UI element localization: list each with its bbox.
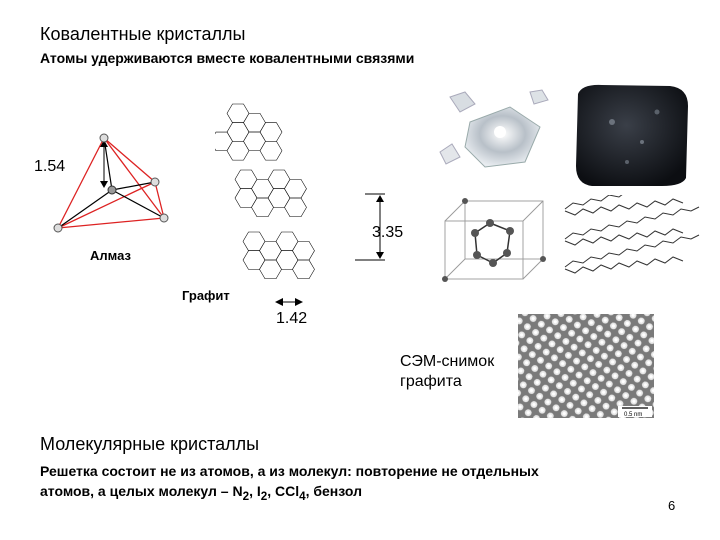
desc-sub-i2: 2	[260, 489, 268, 503]
molecular-description-line1: Решетка состоит не из атомов, а из молек…	[40, 463, 539, 479]
molecular-description: Решетка состоит не из атомов, а из молек…	[40, 461, 539, 507]
sem-graphite-image: 0.5 nm	[518, 314, 654, 418]
diamond-unit-cell-diagram	[442, 198, 546, 282]
graphite-label: Графит	[182, 288, 230, 303]
desc-sep2: , CCl	[267, 483, 300, 499]
molecular-description-line2: атомов, а целых молекул – N2, I2, CCl4, …	[40, 481, 539, 507]
diamond-photo	[430, 82, 560, 187]
section-title-molecular: Молекулярные кристаллы	[40, 434, 260, 454]
graphite-photo	[576, 84, 688, 186]
sem-caption-line2: графита	[400, 373, 462, 390]
desc-sep1: , I	[249, 483, 261, 499]
graphite-3d-layers-diagram	[564, 195, 700, 274]
desc-suffix: , бензол	[305, 483, 362, 499]
desc-sub-n2: 2	[242, 489, 250, 503]
section-title-covalent: Ковалентные кристаллы	[40, 24, 246, 44]
sem-scale-label: 0.5 nm	[624, 412, 642, 418]
bond-length-label-142: 1.42	[276, 310, 308, 327]
sem-caption: СЭМ-снимок графита	[400, 352, 494, 392]
desc-prefix: атомов, а целых молекул – N	[40, 483, 243, 499]
diamond-label: Алмаз	[90, 248, 131, 263]
section-subtitle-covalent: Атомы удерживаются вместе ковалентными с…	[40, 50, 415, 66]
diamond-tetrahedron-diagram	[53, 133, 169, 233]
page-number: 6	[668, 498, 676, 513]
desc-sub-ccl4: 4	[299, 489, 306, 503]
sem-caption-line1: СЭМ-снимок	[400, 353, 495, 370]
bond-length-label-154: 1.54	[34, 158, 66, 175]
graphite-layers-diagram	[215, 103, 385, 306]
layer-spacing-label-335: 3.35	[372, 224, 404, 241]
